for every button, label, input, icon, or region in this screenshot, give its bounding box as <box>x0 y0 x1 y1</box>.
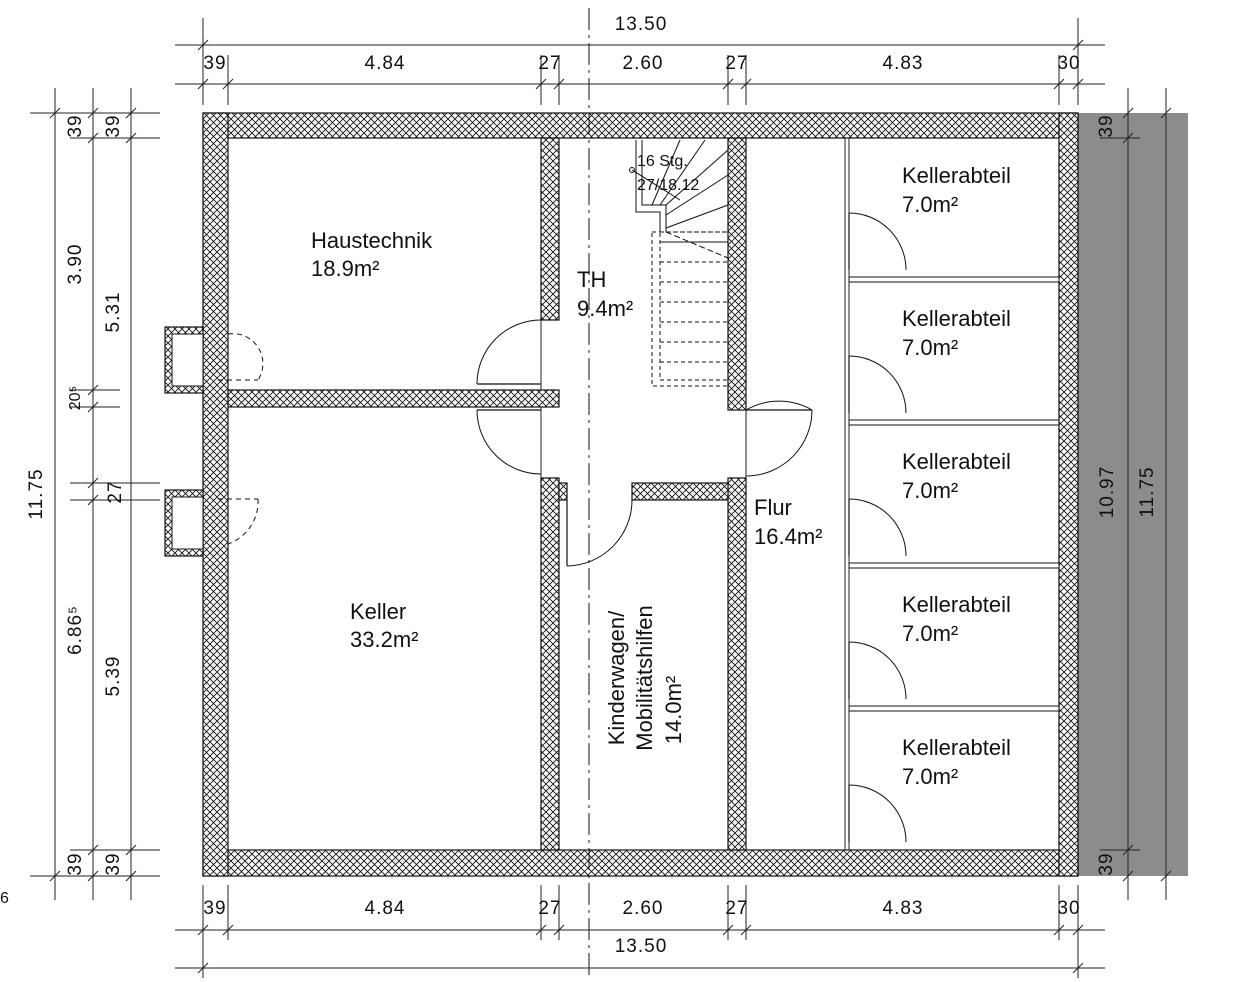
dim-top-seg-4: 2.60 <box>623 53 664 74</box>
dim-top-seg-6: 4.83 <box>883 53 924 74</box>
room-kellerabteil-2-name: Kellerabteil <box>902 306 1011 331</box>
top-dimensions <box>175 18 1105 105</box>
room-kellerabteil-5-area: 7.0m² <box>902 764 958 789</box>
dim-top-seg-1: 39 <box>203 53 226 74</box>
room-keller-name: Keller <box>350 599 406 624</box>
room-kinderwagen-name2: Mobilitätshilfen <box>632 605 657 751</box>
room-kellerabteil-1-name: Kellerabteil <box>902 163 1011 188</box>
room-kellerabteil-2-area: 7.0m² <box>902 335 958 360</box>
room-kinderwagen-area: 14.0m² <box>661 676 686 744</box>
room-kellerabteil-1-area: 7.0m² <box>902 192 958 217</box>
dim-bottom-total: 13.50 <box>615 936 668 957</box>
dim-left-outer-3: 20⁵ <box>67 386 84 410</box>
dim-left-outer-1: 39 <box>65 114 86 137</box>
doors <box>218 212 907 843</box>
room-haustechnik-name: Haustechnik <box>311 228 433 253</box>
room-keller-area: 33.2m² <box>350 627 418 652</box>
dim-top-seg-5: 27 <box>725 53 748 74</box>
dim-bottom-seg-4: 2.60 <box>623 898 664 919</box>
right-dimensions <box>1100 88 1172 900</box>
stair-steps: 16 Stg. <box>637 153 688 170</box>
dim-left-outer-6: 39 <box>65 852 86 875</box>
dim-bottom-seg-6: 4.83 <box>883 898 924 919</box>
dim-right-top: 39 <box>1096 114 1117 137</box>
room-flur-name: Flur <box>754 495 792 520</box>
dim-left-inner-1: 39 <box>103 114 124 137</box>
zone-lines <box>540 320 747 478</box>
room-kellerabteil-4-area: 7.0m² <box>902 621 958 646</box>
dim-right-bottom: 39 <box>1096 852 1117 875</box>
room-haustechnik-area: 18.9m² <box>311 256 379 281</box>
room-kellerabteil-5-name: Kellerabteil <box>902 735 1011 760</box>
dim-bottom-seg-7: 30 <box>1057 898 1080 919</box>
left-dimensions <box>30 88 160 900</box>
dim-top-seg-3: 27 <box>538 53 561 74</box>
dim-top-seg-2: 4.84 <box>365 53 406 74</box>
dim-bottom-seg-2: 4.84 <box>365 898 406 919</box>
dim-top-seg-7: 30 <box>1057 53 1080 74</box>
dim-bottom-seg-3: 27 <box>538 898 561 919</box>
adjacent-building <box>1078 113 1188 876</box>
room-flur-area: 16.4m² <box>754 524 822 549</box>
interior-walls <box>227 137 747 851</box>
dim-right-inner: 10.97 <box>1097 466 1118 519</box>
room-kellerabteil-4-name: Kellerabteil <box>902 592 1011 617</box>
dim-left-outer-4: 27 <box>105 480 126 503</box>
dim-left-inner-2: 5.31 <box>103 292 124 333</box>
dim-left-outer-5: 6.86⁵ <box>65 605 86 655</box>
light-shafts <box>164 326 204 557</box>
staircase <box>629 139 729 387</box>
room-kellerabteil-3-area: 7.0m² <box>902 478 958 503</box>
room-kellerabteil-3-name: Kellerabteil <box>902 449 1011 474</box>
dim-bottom-seg-1: 39 <box>203 898 226 919</box>
dim-left-total: 11.75 <box>26 468 47 519</box>
room-kinderwagen-name: Kinderwagen/ <box>604 610 629 745</box>
stair-ratio: 27/18.12 <box>637 177 699 194</box>
dim-left-inner-3: 5.39 <box>103 656 124 697</box>
dim-top-total: 13.50 <box>615 14 668 35</box>
storage-partitions <box>844 138 1060 850</box>
margin-mark: 6 <box>0 890 9 907</box>
bottom-dimensions <box>175 885 1105 978</box>
outer-walls <box>202 112 1079 877</box>
room-th-area: 9.4m² <box>577 296 633 321</box>
room-th-name: TH <box>577 267 606 292</box>
dim-right-total: 11.75 <box>1137 466 1158 517</box>
dim-bottom-seg-5: 27 <box>725 898 748 919</box>
dim-left-outer-2: 3.90 <box>65 244 86 285</box>
dim-left-inner-4: 39 <box>103 852 124 875</box>
